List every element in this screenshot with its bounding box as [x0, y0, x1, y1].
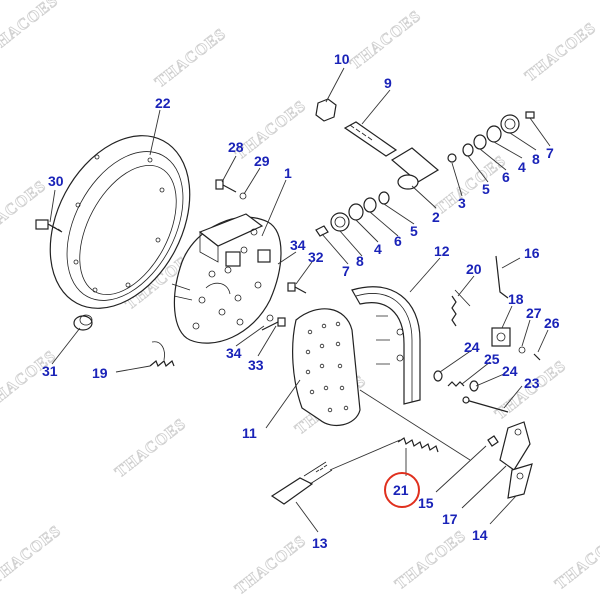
- watermark: THACOES: [232, 97, 310, 163]
- part-drum-bolt: [35, 219, 63, 233]
- part-washer-stack-lower: [315, 191, 390, 237]
- callout-30: 30: [48, 173, 64, 189]
- callout-4-low: 4: [374, 241, 382, 257]
- callout-13: 13: [312, 535, 328, 551]
- callout-31: 31: [42, 363, 58, 379]
- callout-4-top: 4: [518, 159, 526, 175]
- callout-14: 14: [472, 527, 488, 543]
- callout-15: 15: [418, 495, 434, 511]
- part-washer-stack-upper: [447, 111, 535, 163]
- part-bracket-18: [491, 327, 511, 347]
- watermark: THACOES: [0, 177, 50, 243]
- callout-26: 26: [544, 315, 560, 331]
- watermark: THACOES: [347, 7, 425, 73]
- callout-5-low: 5: [410, 223, 418, 239]
- watermark: THACOES: [522, 19, 600, 85]
- watermark: THACOES: [0, 522, 65, 588]
- part-washer-24b: [469, 380, 479, 392]
- watermark: THACOES: [152, 25, 230, 91]
- part-plug: [73, 314, 93, 331]
- callout-6-low: 6: [394, 233, 402, 249]
- part-lever-15: [487, 435, 499, 447]
- callout-8-top: 8: [532, 151, 540, 167]
- callout-7-low: 7: [342, 263, 350, 279]
- part-lever-17: [499, 421, 531, 471]
- callout-34-top: 34: [290, 237, 306, 253]
- part-spring-25: [447, 381, 465, 387]
- part-camshaft: [315, 98, 440, 190]
- callout-34-bottom: 34: [226, 345, 242, 361]
- part-brake-drum: [49, 135, 191, 309]
- callout-32: 32: [308, 249, 324, 265]
- part-pin-23: [462, 396, 509, 413]
- part-brake-shoe: [351, 286, 421, 405]
- part-bolt-32: [287, 282, 307, 294]
- part-bolt-33: [261, 314, 286, 331]
- part-lever-14: [507, 463, 533, 499]
- callout-20: 20: [466, 261, 482, 277]
- callout-12: 12: [434, 243, 450, 259]
- callout-10: 10: [334, 51, 350, 67]
- watermark: THACOES: [432, 152, 510, 218]
- callout-3: 3: [458, 195, 466, 211]
- watermark: THACOES: [112, 415, 190, 481]
- callout-layer: 22 30 31 19 28 29 1 34 32 34 33 10 9 2 3…: [42, 51, 560, 551]
- callout-21: 21: [393, 482, 409, 498]
- leader-lines: [49, 67, 551, 533]
- callout-7-top: 7: [546, 145, 554, 161]
- callout-16: 16: [524, 245, 540, 261]
- callout-6-top: 6: [502, 169, 510, 185]
- callout-33: 33: [248, 357, 264, 373]
- part-pins-26-27: [518, 346, 541, 361]
- watermark: THACOES: [392, 527, 470, 593]
- callout-5-top: 5: [482, 181, 490, 197]
- callout-19: 19: [92, 365, 108, 381]
- watermark: THACOES: [0, 347, 60, 413]
- part-adjuster-13: [270, 461, 333, 505]
- part-spring-21: [397, 437, 439, 453]
- callout-9: 9: [384, 75, 392, 91]
- part-backing-plate: [171, 213, 282, 344]
- part-washer-24: [433, 370, 443, 382]
- callout-11: 11: [242, 425, 257, 441]
- part-spring-19: [149, 341, 175, 367]
- callout-17: 17: [442, 511, 458, 527]
- highlight-ring: [384, 472, 420, 508]
- callout-24-low: 24: [502, 363, 518, 379]
- callout-28: 28: [228, 139, 244, 155]
- part-small-bolt: [215, 179, 247, 200]
- callout-8-low: 8: [356, 253, 364, 269]
- callout-25: 25: [484, 351, 500, 367]
- watermark: THACOES: [552, 527, 600, 593]
- callout-22: 22: [155, 95, 171, 111]
- callout-24-top: 24: [464, 339, 480, 355]
- part-link-16: [495, 255, 509, 299]
- callout-18: 18: [508, 291, 524, 307]
- callout-29: 29: [254, 153, 270, 169]
- callout-27: 27: [526, 305, 542, 321]
- callout-1: 1: [284, 165, 292, 181]
- part-brake-lining: [292, 308, 361, 427]
- callout-2: 2: [432, 209, 440, 225]
- part-return-spring-20: [451, 289, 471, 327]
- watermark: THACOES: [0, 0, 62, 58]
- callout-23: 23: [524, 375, 540, 391]
- watermark: THACOES: [232, 532, 310, 598]
